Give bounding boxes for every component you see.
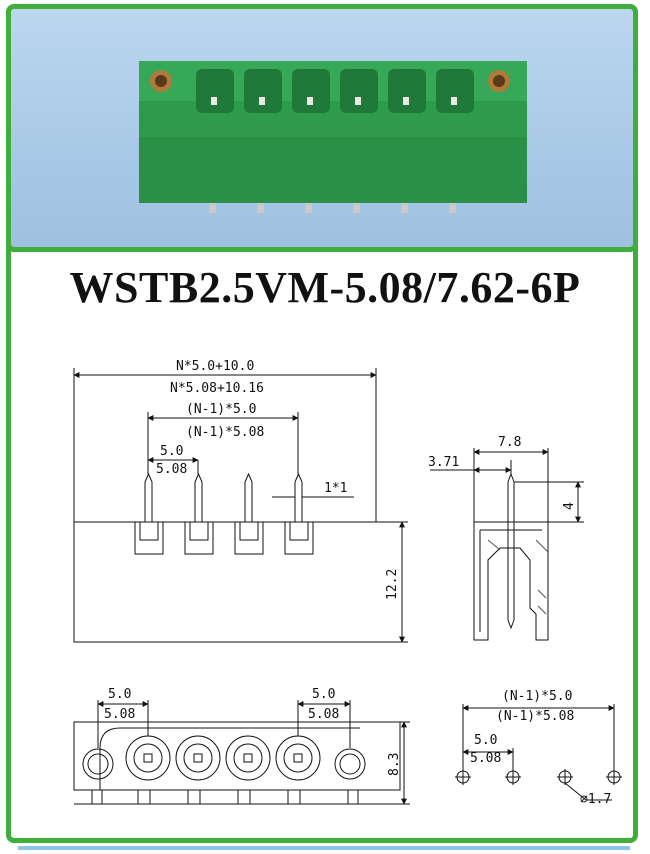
product-title: WSTB2.5VM-5.08/7.62-6P [69,263,581,312]
dim-footprint-pitch-a: 5.0 [474,733,497,748]
pcb-footprint [455,704,622,801]
pin-bottoms [209,203,456,213]
dim-right-pitch-a: 5.0 [312,687,335,702]
dim-footprint-span-b: (N-1)*5.08 [496,709,574,724]
dim-pitch-a: 5.0 [160,444,183,459]
dim-left-pitch-b: 5.08 [104,707,135,722]
bottom-accent-bar [18,846,630,850]
dim-footprint-pitch-b: 5.08 [470,751,501,766]
dim-pitch-b: 5.08 [156,462,187,477]
dim-overall-width-a: N*5.0+10.0 [176,359,254,374]
housing-front [139,137,527,203]
bottom-body [73,721,401,791]
bottom-view [73,700,410,805]
product-photo [6,4,638,252]
dim-height: 12.2 [385,569,400,600]
dim-left-pitch-a: 5.0 [108,687,131,702]
dim-pin-length: 4 [562,502,577,510]
front-pins [134,472,314,555]
front-body [73,521,403,643]
dim-overall-width-b: N*5.08+10.16 [170,381,264,396]
footprint-holes [455,769,622,785]
dim-footprint-span-a: (N-1)*5.0 [502,689,572,704]
dim-bottom-height: 8.3 [387,753,402,776]
bottom-terminals [125,735,321,781]
dim-depth: 7.8 [498,435,521,450]
dim-pin-size: 1*1 [324,481,347,496]
dim-hole-diameter: ∅1.7 [580,792,611,807]
dim-span-b: (N-1)*5.08 [186,425,264,440]
pin-tops [211,97,457,105]
dim-span-a: (N-1)*5.0 [186,402,256,417]
dim-right-pitch-b: 5.08 [308,707,339,722]
side-view [430,448,584,641]
plug-slots [196,69,474,113]
bottom-feet [74,789,400,805]
front-view [73,368,408,643]
connector-illustration [139,61,527,213]
flange-holes [150,70,510,92]
bottom-flanges [82,748,366,780]
dim-offset: 3.71 [428,455,459,470]
